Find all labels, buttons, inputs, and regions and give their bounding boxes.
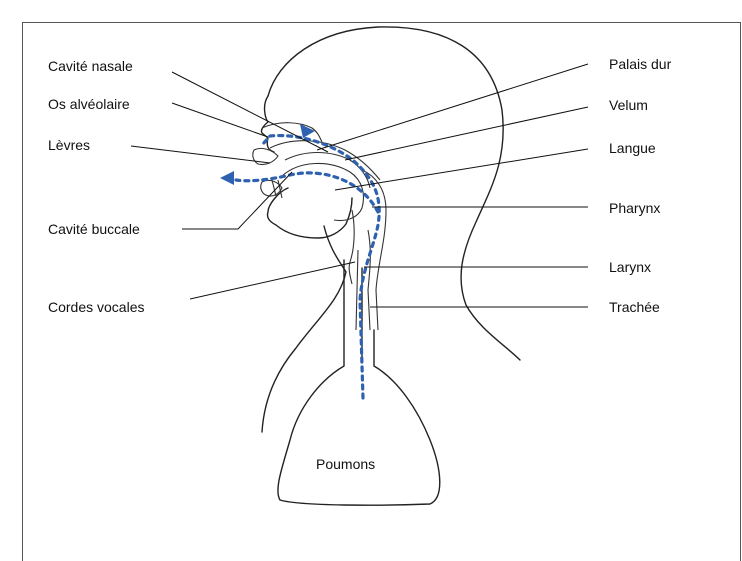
label-cordes-vocales: Cordes vocales <box>48 299 145 315</box>
label-cavite-nasale: Cavité nasale <box>48 58 133 74</box>
airflow-path <box>220 124 379 398</box>
label-os-alveolaire: Os alvéolaire <box>48 96 130 112</box>
label-palais-dur: Palais dur <box>609 56 672 72</box>
head-outline <box>261 27 520 360</box>
label-pharynx: Pharynx <box>609 200 660 216</box>
label-poumons: Poumons <box>316 456 375 472</box>
label-larynx: Larynx <box>609 259 651 275</box>
airway-tubes <box>349 170 386 330</box>
label-levres: Lèvres <box>48 137 90 153</box>
lips-shape <box>253 148 282 198</box>
tongue-shape <box>282 163 364 220</box>
label-velum: Velum <box>609 97 648 113</box>
label-langue: Langue <box>609 140 656 156</box>
label-cavite-buccale: Cavité buccale <box>48 221 140 237</box>
leader-lines <box>131 64 588 307</box>
arrowhead-oral <box>220 171 234 185</box>
label-trachee: Trachée <box>609 299 660 315</box>
